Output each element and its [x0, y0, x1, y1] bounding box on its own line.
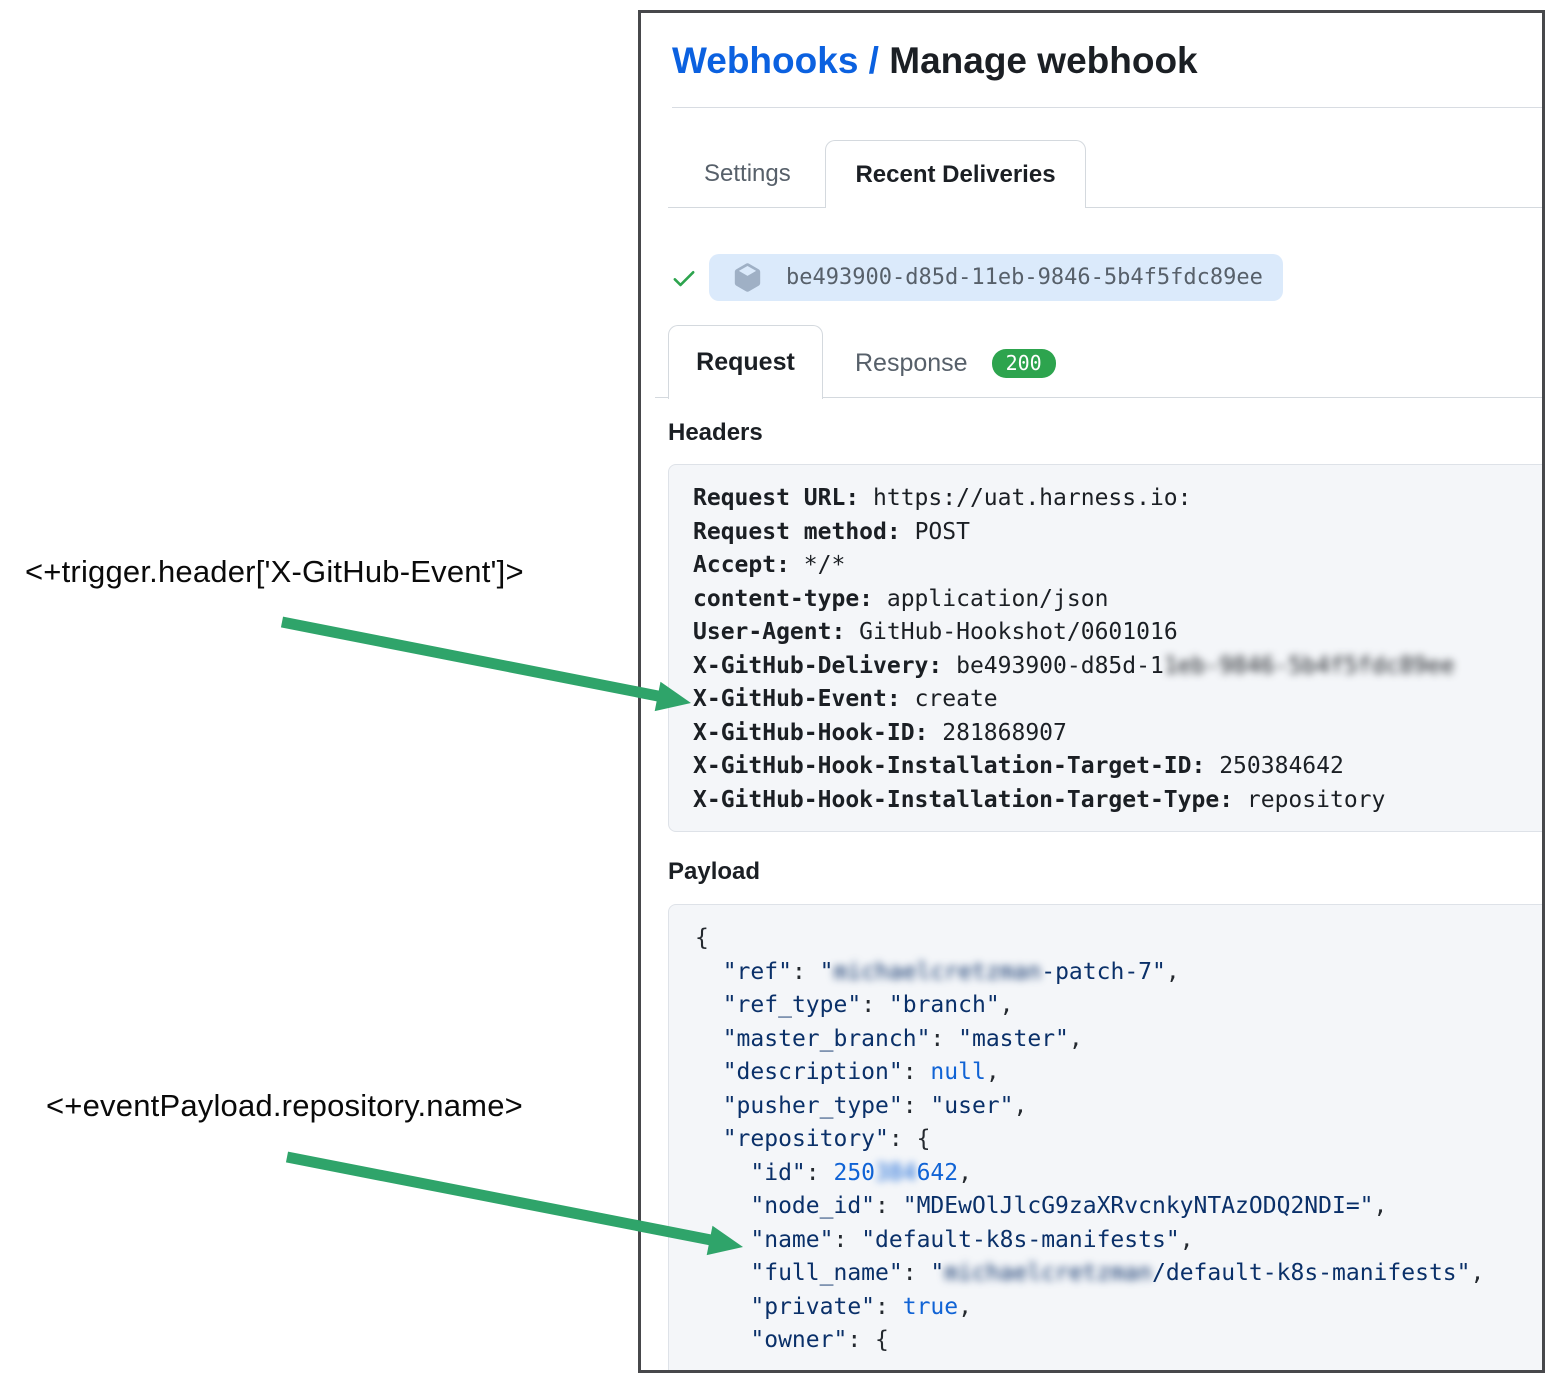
header-line: Request URL: https://uat.harness.io:	[693, 485, 1192, 511]
package-icon	[734, 263, 761, 292]
payload-lines: { "ref": "michaelcretzman-patch-7", "ref…	[695, 922, 1542, 1358]
header-line: X-GitHub-Hook-Installation-Target-Type: …	[693, 786, 1386, 813]
breadcrumb-webhooks-link[interactable]: Webhooks	[672, 40, 859, 81]
payload-line: "repository": {	[722, 1126, 931, 1152]
tab-request[interactable]: Request	[668, 325, 823, 399]
check-icon	[673, 270, 695, 286]
headers-lines: Request URL: https://uat.harness.io: Requ…	[693, 482, 1542, 817]
payload-line: "ref": "michaelcretzman-patch-7",	[722, 958, 1180, 985]
subtab-divider	[655, 397, 1542, 398]
payload-line: "description": null,	[722, 1059, 1000, 1085]
header-line: Accept: */*	[693, 552, 846, 578]
redacted-text: michaelcretzman	[833, 958, 1042, 985]
payload-line: "name": "default-k8s-manifests",	[750, 1226, 1194, 1253]
delivery-guid: be493900-d85d-11eb-9846-5b4f5fdc89ee	[786, 265, 1263, 290]
tab-recent-deliveries[interactable]: Recent Deliveries	[825, 140, 1086, 208]
headers-heading: Headers	[668, 419, 763, 446]
breadcrumb-separator: /	[858, 40, 890, 81]
payload-line: {	[695, 925, 709, 951]
webhook-panel: Webhooks / Manage webhook Settings Recen…	[638, 10, 1545, 1373]
status-badge: 200	[991, 349, 1056, 378]
header-line: User-Agent: GitHub-Hookshot/0601016	[693, 619, 1178, 645]
redacted-text: 1eb-9846-5b4f5fdc89ee	[1163, 652, 1455, 679]
page-title: Manage webhook	[889, 40, 1198, 81]
header-line: Request method: POST	[693, 518, 970, 545]
breadcrumb: Webhooks / Manage webhook	[672, 40, 1198, 82]
payload-line: "pusher_type": "user",	[722, 1092, 1028, 1119]
header-line: X-GitHub-Hook-Installation-Target-ID: 25…	[693, 753, 1344, 779]
tab-response[interactable]: Response 200	[855, 349, 1056, 378]
payload-line: "owner": {	[750, 1327, 889, 1353]
payload-line: "node_id": "MDEwOlJlcG9zaXRvcnkyNTAzODQ2…	[750, 1193, 1388, 1219]
payload-heading: Payload	[668, 858, 761, 885]
delivery-row: be493900-d85d-11eb-9846-5b4f5fdc89ee	[670, 254, 1283, 301]
header-line: X-GitHub-Hook-ID: 281868907	[693, 719, 1067, 746]
annotation-event-payload: <+eventPayload.repository.name>	[46, 1088, 523, 1123]
title-divider	[672, 107, 1542, 108]
payload-line: "id": 250384642,	[750, 1159, 972, 1186]
payload-line: "full_name": "michaelcretzman/default-k8…	[750, 1260, 1485, 1286]
payload-line: "private": true,	[750, 1293, 972, 1320]
payload-line: "master_branch": "master",	[722, 1025, 1083, 1052]
arrow-to-github-event	[280, 616, 691, 712]
payload-line: "ref_type": "branch",	[722, 992, 1014, 1018]
tabbar-divider	[668, 207, 1542, 208]
annotation-trigger-header: <+trigger.header['X-GitHub-Event']>	[25, 554, 524, 589]
redacted-text: michaelcretzman	[944, 1260, 1152, 1286]
headers-box: Request URL: https://uat.harness.io: Requ…	[668, 464, 1542, 832]
tab-settings[interactable]: Settings	[704, 160, 791, 187]
redacted-text: 384	[875, 1159, 917, 1186]
header-line: content-type: application/json	[693, 585, 1109, 612]
tab-response-label: Response	[855, 349, 968, 377]
header-line: X-GitHub-Event: create	[693, 686, 998, 712]
delivery-pill[interactable]: be493900-d85d-11eb-9846-5b4f5fdc89ee	[709, 254, 1283, 301]
header-line: X-GitHub-Delivery: be493900-d85d-11eb-98…	[693, 652, 1455, 679]
payload-box: { "ref": "michaelcretzman-patch-7", "ref…	[668, 904, 1542, 1370]
